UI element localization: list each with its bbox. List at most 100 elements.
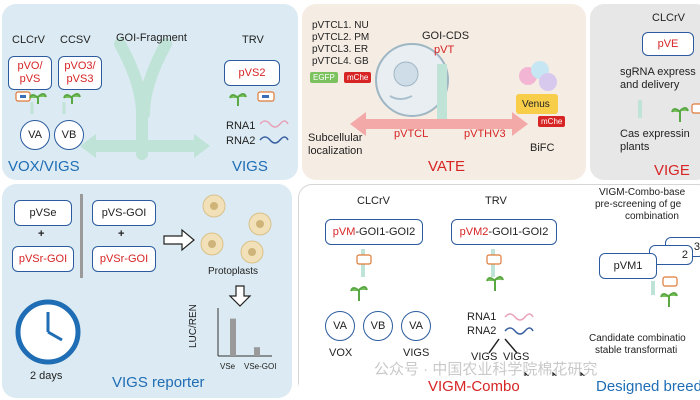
pvtcl1-label: pVTCL1. NU [312, 20, 369, 31]
pvm-suffix: -GOI1-GOI2 [355, 225, 416, 238]
plants-label: plants [620, 141, 650, 153]
candidate-l2: stable transformati [595, 345, 678, 356]
vate-panel: pVTCL1. NU pVTCL2. PM pVTCL3. ER pVTCL4.… [302, 4, 586, 180]
combo-clcrv-label: CLCrV [357, 195, 391, 207]
designed-breed-title: Designed breed [596, 378, 700, 395]
combo-right-l1: VIGM-Combo-base [599, 187, 686, 198]
vox-vigs-panel: CLCrV CCSV GOI-Fragment TRV pVO/ pVS pVO… [2, 4, 298, 180]
pvo-pvs-box: pVO/ pVS [8, 56, 52, 90]
trv-label: TRV [242, 34, 264, 46]
combo-vigs-a-label: VIGS [471, 351, 498, 363]
vigs-reporter-panel: pVSe + pVSr-GOI pVS-GOI + pVSr-GOI Proto… [2, 184, 292, 398]
sgrna-label: sgRNA express [620, 66, 696, 78]
combo-vox-label: VOX [329, 347, 353, 359]
goi-fragment-label: GOI-Fragment [116, 32, 187, 44]
vb-circle: VB [54, 120, 84, 150]
pvse-box: pVSe [14, 200, 72, 226]
vigs-reporter-title: VIGS reporter [112, 374, 205, 391]
stack-label-2: 2 [681, 248, 688, 261]
candidate-l1: Candidate combinatio [589, 333, 686, 344]
stack-box-2: 2 [649, 245, 693, 265]
subcellular-label: Subcellular [308, 132, 363, 144]
vate-title: VATE [428, 158, 465, 175]
pvm1-label: pVM1 [613, 259, 643, 272]
pvs-goi-box: pVS-GOI [92, 200, 156, 226]
pvm2-goi-box: pVM2-GOI1-GOI2 [451, 219, 557, 245]
pve-label: pVE [657, 37, 679, 50]
pvtcl2-label: pVTCL2. PM [312, 32, 370, 43]
goi-cds-label: GOI-CDS [422, 30, 470, 42]
watermark: 公众号 · 中国农业科学院棉花研究 [374, 361, 598, 378]
pvs-goi-label: pVS-GOI [101, 206, 147, 219]
plasmid-plant-icons [15, 91, 81, 104]
pvse-label: pVSe [29, 206, 57, 219]
clcrv-label: CLCrV [12, 34, 46, 46]
bar-label-vse-goi: VSe-GOI [244, 362, 277, 371]
pvs2-box: pVS2 [224, 60, 280, 86]
vate-graphics [350, 43, 558, 136]
plus-2: + [118, 228, 125, 240]
pvsr-goi-box-1: pVSr-GOI [12, 246, 74, 272]
pvs3-label: pVS3 [66, 73, 94, 85]
pvm-goi-box: pVM-GOI1-GOI2 [325, 219, 423, 245]
combo-vb-circle: VB [363, 311, 393, 341]
combo-vigs-label: VIGS [403, 347, 430, 359]
delivery-label: and delivery [620, 79, 680, 91]
plus-1: + [38, 228, 45, 240]
combo-rna2-label: RNA2 [467, 325, 497, 337]
vige-clcrv-label: CLCrV [652, 12, 686, 24]
cas-label: Cas expressin [620, 128, 690, 140]
pvm2-suffix: -GOI1-GOI2 [488, 225, 549, 238]
combo-va2-circle: VA [401, 311, 431, 341]
combo-right-l2: pre-screening of ge [595, 199, 682, 210]
vox-vigs-title: VOX/VIGS [8, 158, 80, 175]
va-circle: VA [20, 120, 50, 150]
pvm1-box: pVM1 [599, 253, 657, 279]
mche-chip: mChe [344, 72, 372, 83]
trv-plasmid-icon [229, 91, 275, 106]
reporter-graphics [15, 194, 272, 365]
vige-icons [638, 100, 700, 122]
combo-vigs-b-label: VIGS [503, 351, 530, 363]
pvo3-pvs3-box: pVO3/ pVS3 [58, 56, 102, 90]
rna1-label: RNA1 [226, 120, 256, 132]
pvt-label: pVT [434, 44, 455, 56]
vigm-combo-title: VIGM-Combo [428, 378, 520, 395]
bifc-mche-chip: mChe [538, 116, 566, 127]
pvtcl-label: pVTCL [394, 128, 429, 140]
pvsr-goi-label-2: pVSr-GOI [99, 252, 149, 265]
vige-title: VIGE [654, 162, 690, 179]
luc-bar-1 [254, 347, 260, 356]
rna2-label: RNA2 [226, 135, 256, 147]
pvsr-goi-box-2: pVSr-GOI [92, 246, 156, 272]
pvtcl3-label: pVTCL3. ER [312, 44, 369, 55]
ccsv-label: CCSV [60, 34, 91, 46]
vige-panel: CLCrV pVE sgRNA express and delivery Cas… [590, 4, 700, 180]
luc-bars [230, 318, 260, 356]
combo-right-l3: combination [625, 211, 679, 222]
bifc-label: BiFC [530, 142, 555, 154]
combo-trv-label: TRV [485, 195, 507, 207]
pvthv3-label: pVTHV3 [464, 128, 506, 140]
pvs-label: pVS [19, 73, 41, 85]
luc-ren-axis-label: LUC/REN [188, 304, 199, 348]
protoplasts-label: Protoplasts [208, 266, 259, 277]
luc-bar-0 [230, 318, 236, 356]
pvm2-prefix: pVM2 [459, 225, 489, 238]
pvtcl4-label: pVTCL4. GB [312, 56, 369, 67]
egfp-chip: EGFP [310, 72, 338, 83]
vigm-combo-panel: CLCrV TRV pVM-GOI1-GOI2 pVM2-GOI1-GOI2 V… [298, 184, 700, 400]
combo-rna1-label: RNA1 [467, 311, 497, 323]
pvo3-label: pVO3/ [64, 60, 96, 72]
bar-label-vse: VSe [220, 362, 236, 371]
days-label: 2 days [30, 370, 63, 382]
pvm-prefix: pVM [332, 225, 356, 238]
localization-label: localization [308, 145, 363, 157]
pve-box: pVE [642, 32, 694, 56]
combo-va-circle: VA [325, 311, 355, 341]
venus-label: Venus [522, 99, 550, 110]
vox-arrows [30, 38, 289, 160]
pvsr-goi-label-1: pVSr-GOI [18, 252, 68, 265]
vigs-title: VIGS [232, 158, 268, 175]
pvo-label: pVO/ [17, 60, 43, 72]
